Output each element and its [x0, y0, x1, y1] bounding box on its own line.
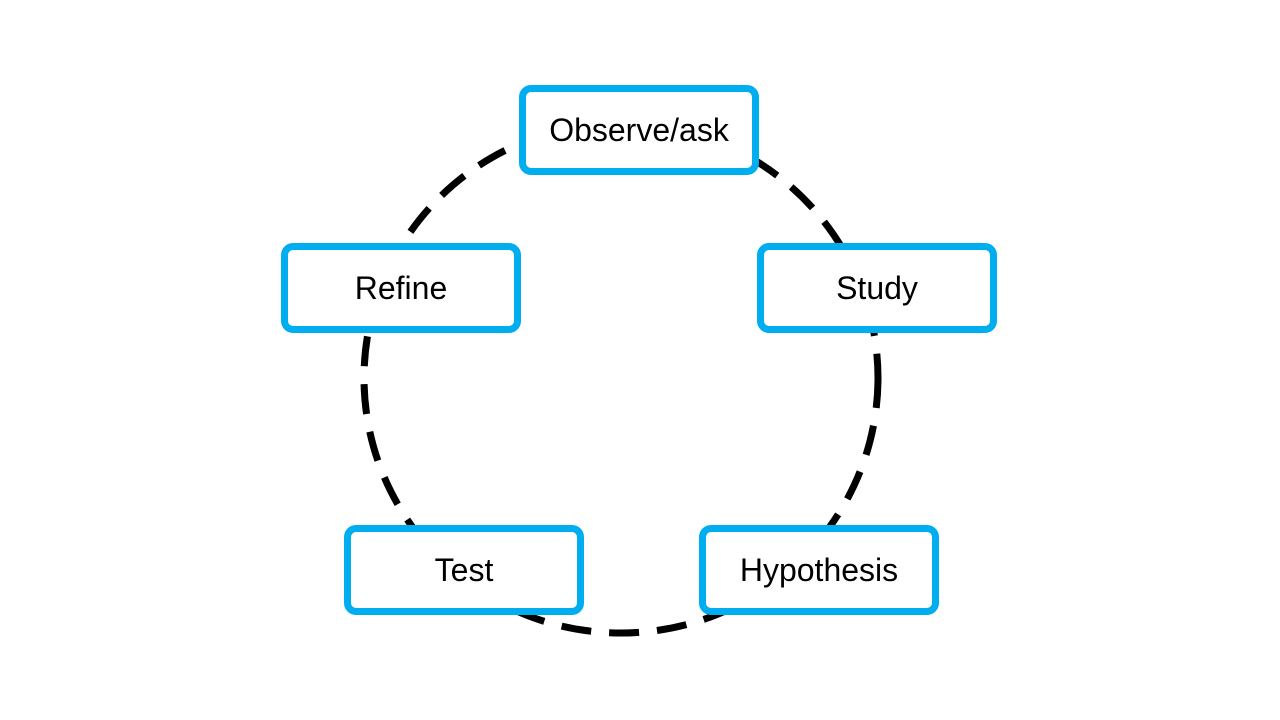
node-label: Observe/ask — [549, 111, 729, 148]
node-refine: Refine — [281, 243, 521, 333]
node-test: Test — [344, 525, 584, 615]
node-label: Hypothesis — [739, 551, 899, 588]
node-hypothesis: Hypothesis — [699, 525, 939, 615]
node-label: Study — [836, 269, 918, 306]
node-observe-ask: Observe/ask — [519, 85, 759, 175]
node-label: Test — [434, 551, 494, 588]
node-study: Study — [757, 243, 997, 333]
node-label: Refine — [354, 269, 448, 306]
